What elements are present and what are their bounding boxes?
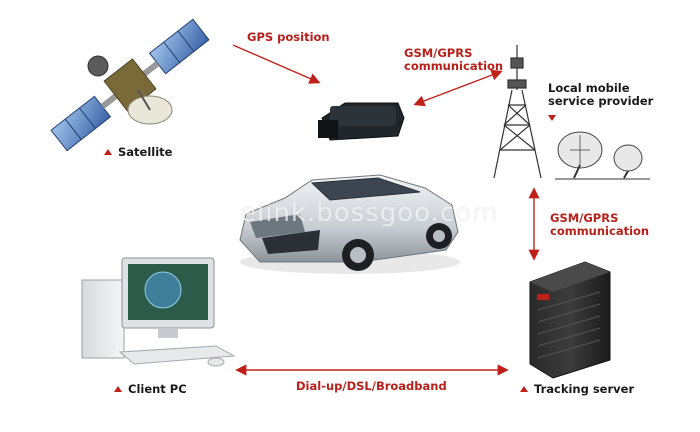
triangle-marker-icon — [114, 386, 122, 392]
arrow-device-tower — [413, 69, 503, 107]
provider-label-line2: service provider — [548, 94, 654, 108]
client-pc-icon — [81, 257, 236, 367]
gsm-top-label-line1: GSM/GPRS — [404, 46, 473, 60]
provider-label: Local mobile service provider — [548, 82, 653, 125]
triangle-marker-icon — [104, 149, 112, 155]
gsm-right-label-line1: GSM/GPRS — [550, 211, 619, 225]
tracking-server-label-group: Tracking server — [520, 383, 634, 396]
client-pc-label: Client PC — [128, 382, 187, 396]
gps-tracker-device-icon — [318, 102, 405, 141]
triangle-marker-icon — [520, 386, 528, 392]
gsm-top-label: GSM/GPRS communication — [404, 47, 503, 73]
satellite-label-group: Satellite — [104, 146, 172, 159]
tracking-server-label: Tracking server — [534, 382, 635, 396]
dialup-label: Dial-up/DSL/Broadband — [296, 379, 447, 393]
car-image — [239, 174, 460, 274]
provider-label-line1: Local mobile — [548, 81, 630, 95]
gsm-right-label: GSM/GPRS communication — [550, 212, 649, 238]
cell-tower-icon — [493, 45, 542, 179]
arrow-gps-to-device — [232, 44, 321, 84]
satellite-icon — [50, 18, 210, 152]
watermark-text: elink.bossgoo.com — [240, 198, 499, 228]
gps-position-label: GPS position — [247, 30, 330, 44]
gsm-right-label-line2: communication — [550, 224, 650, 238]
satellite-dish-icon — [555, 131, 650, 180]
triangle-marker-icon — [548, 115, 556, 121]
satellite-label: Satellite — [118, 145, 173, 159]
tracking-server-icon — [529, 261, 611, 379]
gsm-top-label-line2: communication — [404, 59, 504, 73]
client-pc-label-group: Client PC — [114, 383, 187, 396]
